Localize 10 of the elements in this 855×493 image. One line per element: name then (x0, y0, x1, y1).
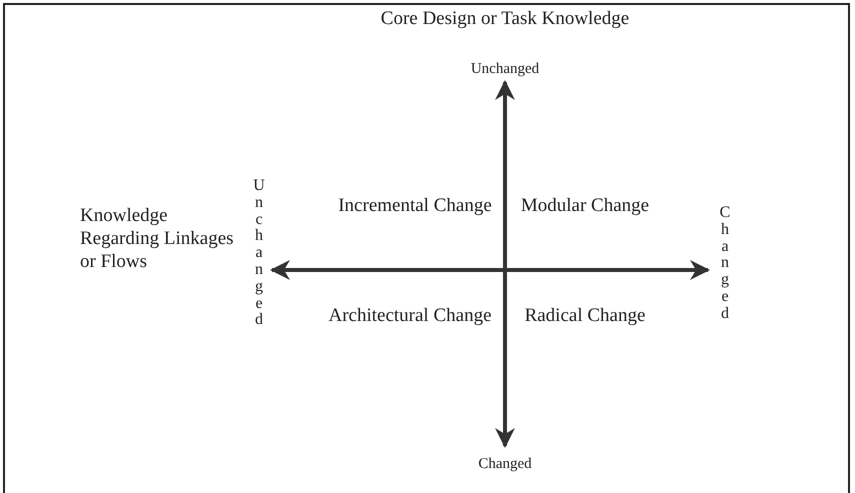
axis-end-label: Changed (718, 205, 732, 323)
quadrant-label: Architectural Change (327, 305, 492, 328)
axis-end-label: Changed (477, 455, 533, 473)
quadrant-label: Radical Change (524, 305, 646, 328)
axis-end-label: Unchanged (470, 60, 540, 78)
quadrant-label: Modular Change (520, 195, 650, 218)
axis-end-label: Unchanged (252, 178, 266, 330)
axis-title: Knowledge Regarding Linkages or Flows (80, 205, 235, 274)
axis-title: Core Design or Task Knowledge (380, 8, 630, 31)
quadrant-label: Incremental Change (337, 195, 493, 218)
